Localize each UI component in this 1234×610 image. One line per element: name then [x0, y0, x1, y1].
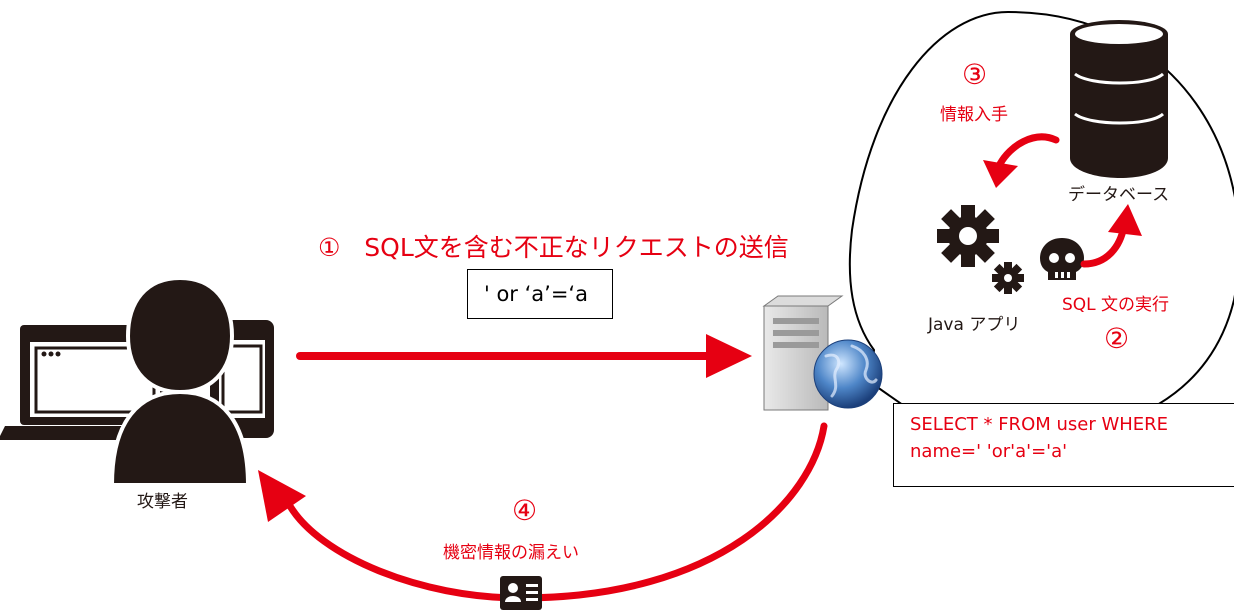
- attacker-label: 攻撃者: [137, 492, 188, 512]
- attacker-icon: [0, 275, 274, 487]
- sql-query-line2: name=' 'or'a'='a': [910, 441, 1068, 462]
- payload-box: ' or ‘a’=‘a: [467, 269, 613, 319]
- step3-label: 情報入手: [940, 105, 1008, 125]
- speech-bubble: [848, 10, 1234, 438]
- step1-text: SQL文を含む不正なリクエストの送信: [364, 233, 789, 262]
- step4-number: ④: [512, 494, 538, 527]
- database-icon: [1070, 20, 1168, 178]
- sql-query-box: SELECT * FROM user WHERE name=' 'or'a'='…: [893, 403, 1234, 487]
- step2-number: ②: [1104, 322, 1130, 355]
- step1-number: ①: [318, 233, 341, 262]
- step2-label: SQL 文の実行: [1062, 295, 1170, 315]
- java-app-label: Java アプリ: [928, 315, 1021, 335]
- step3-number: ③: [962, 58, 988, 91]
- globe-icon: [813, 339, 883, 409]
- skull-icon: [1040, 238, 1084, 280]
- person-head: [125, 275, 235, 395]
- info-arrow: [983, 133, 1060, 188]
- execute-arrow: [1080, 204, 1142, 268]
- step4-label: 機密情報の漏えい: [443, 543, 579, 563]
- step1-label: ① SQL文を含む不正なリクエストの送信: [318, 228, 789, 264]
- gears-icon: [937, 205, 1024, 294]
- request-arrow: [296, 334, 752, 378]
- payload-text: ' or ‘a’=‘a: [484, 282, 588, 306]
- sql-query-line1: SELECT * FROM user WHERE: [910, 414, 1169, 435]
- database-label: データベース: [1068, 185, 1170, 205]
- leak-arrow: [258, 422, 828, 602]
- web-server-icon: [762, 295, 883, 411]
- id-card-icon: [500, 576, 542, 610]
